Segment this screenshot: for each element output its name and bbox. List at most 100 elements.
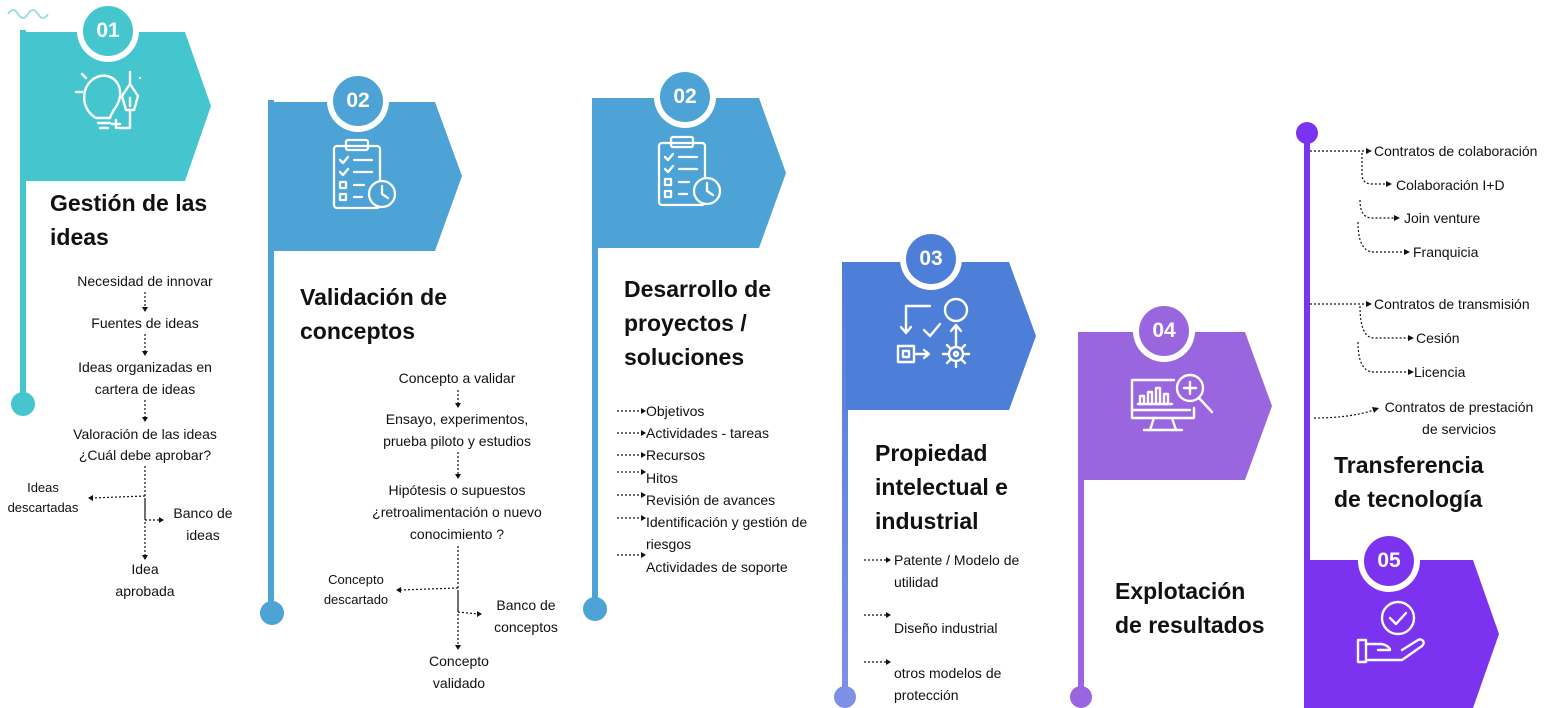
tree-node-trans: Contratos de transmisión	[1374, 296, 1530, 312]
process-gear-icon	[896, 297, 971, 369]
flow-step: ¿retroalimentación o nuevo	[372, 504, 542, 520]
tree-leaf: Colaboración I+D	[1396, 177, 1505, 193]
label-line: Banco de	[496, 597, 556, 613]
flag-pole	[268, 100, 274, 610]
tree-leaf: Franquicia	[1413, 244, 1479, 260]
approved-label: Concepto validado	[414, 650, 504, 694]
tree-leaf: Cesión	[1416, 330, 1460, 346]
tree-node-collab: Contratos de colaboración	[1374, 143, 1538, 159]
arrow-heads	[88, 307, 164, 560]
step-number: 02	[333, 76, 383, 126]
step-number: 05	[1364, 536, 1414, 586]
flow-step: Valoración de las ideas	[73, 426, 217, 442]
label-line: ideas	[186, 527, 220, 543]
bank-label: Banco de ideas	[168, 502, 238, 546]
list-item: Diseño industrial	[894, 620, 998, 636]
flow-arrows	[91, 292, 160, 556]
title-line: industrial	[875, 508, 979, 534]
flow-step: prueba piloto y estudios	[383, 433, 531, 449]
step-badge: 01	[77, 0, 139, 62]
tree-arrow-heads	[1366, 148, 1414, 413]
flag-pole	[842, 262, 848, 694]
title-line: proyectos /	[624, 310, 747, 336]
arrow-heads	[396, 403, 482, 650]
stage-title: Gestión de las ideas	[50, 186, 207, 254]
flow-step: Necesidad de innovar	[77, 273, 213, 289]
label-line: aprobada	[115, 583, 175, 599]
flow-step: ¿Cuál debe aprobar?	[78, 447, 212, 463]
flow-step: cartera de ideas	[94, 381, 196, 397]
title-line: intelectual e	[875, 474, 1008, 500]
flag-pole	[20, 30, 26, 402]
title-line: de tecnología	[1334, 486, 1483, 512]
step-number: 01	[83, 6, 133, 56]
title-line: Transferencia	[1334, 452, 1484, 478]
pole-dot	[1070, 686, 1092, 708]
flag-pole	[1078, 332, 1084, 696]
flag-banner	[846, 262, 1036, 410]
list-item: Revisión de avances	[646, 492, 776, 508]
list-item: Patente / Modelo de	[894, 552, 1020, 568]
flow-step: Fuentes de ideas	[91, 315, 199, 331]
tree-leaf: Licencia	[1414, 364, 1466, 380]
list-item: Actividades de soporte	[646, 559, 788, 575]
label-line: de servicios	[1422, 421, 1496, 437]
flow-step: Hipótesis o supuestos	[388, 482, 526, 498]
flow-step: Ideas organizadas en	[78, 359, 212, 375]
flow-step: Ensayo, experimentos,	[385, 411, 529, 427]
checklist-clock-icon	[332, 138, 397, 210]
label-line: validado	[432, 675, 486, 691]
title-line: soluciones	[624, 344, 745, 370]
pole-dot	[11, 392, 35, 416]
flag-pole	[592, 98, 598, 608]
flow-step: conocimiento ?	[409, 526, 505, 542]
step-badge: 04	[1133, 300, 1195, 362]
list-item: Objetivos	[646, 403, 705, 419]
wave-decoration	[7, 9, 49, 19]
list-arrows	[864, 557, 891, 665]
flag-banner	[1082, 332, 1272, 480]
label-line: Idea	[131, 561, 159, 577]
step-badge: 02	[327, 70, 389, 132]
bank-label: Banco de conceptos	[486, 594, 566, 638]
title-line: de resultados	[1115, 612, 1265, 638]
list-item: Identificación y gestión de	[646, 514, 808, 530]
title-line: Desarrollo de	[624, 276, 771, 302]
list-item: Hitos	[646, 470, 678, 486]
list-item: utilidad	[894, 574, 939, 590]
list-item: riesgos	[646, 536, 692, 552]
pole-dot	[834, 686, 856, 708]
lightbulb-pen-icon	[74, 70, 142, 130]
list-item: protección	[894, 687, 959, 703]
list-item: otros modelos de	[894, 665, 1002, 681]
tree-leaf: Join venture	[1404, 210, 1481, 226]
flag-banner	[596, 98, 786, 248]
label-line: Concepto	[328, 572, 384, 587]
discarded-label: Concepto descartado	[316, 570, 396, 610]
step-badge: 02	[654, 66, 716, 128]
stage-title: Desarrollo de proyectos / soluciones	[624, 272, 771, 374]
stage-title: Explotación de resultados	[1115, 574, 1265, 642]
list-item: Recursos	[646, 447, 706, 463]
step-number: 02	[660, 72, 710, 122]
flag-banner	[272, 102, 462, 251]
flag-pole	[1304, 132, 1310, 708]
stage-title: Validación de conceptos	[300, 280, 447, 348]
flow-step: Concepto a validar	[398, 370, 516, 386]
pole-dot	[583, 597, 607, 621]
step-number: 04	[1139, 306, 1189, 356]
label-line: Concepto	[429, 653, 489, 669]
label-line: Contratos de prestación	[1384, 399, 1534, 415]
pole-dot	[260, 601, 284, 625]
step-number: 03	[906, 234, 956, 284]
label-line: Banco de	[173, 505, 233, 521]
stage-title: Propiedad intelectual e industrial	[875, 436, 1008, 538]
title-line: Propiedad	[875, 440, 988, 466]
discarded-label: Ideas descartadas	[0, 478, 86, 518]
label-line: descartado	[323, 592, 389, 607]
label-line: descartadas	[7, 500, 79, 515]
checklist-clock-icon	[657, 135, 722, 207]
step-badge: 03	[900, 228, 962, 290]
list-item: Actividades - tareas	[646, 425, 769, 441]
flow-arrows	[399, 390, 479, 646]
